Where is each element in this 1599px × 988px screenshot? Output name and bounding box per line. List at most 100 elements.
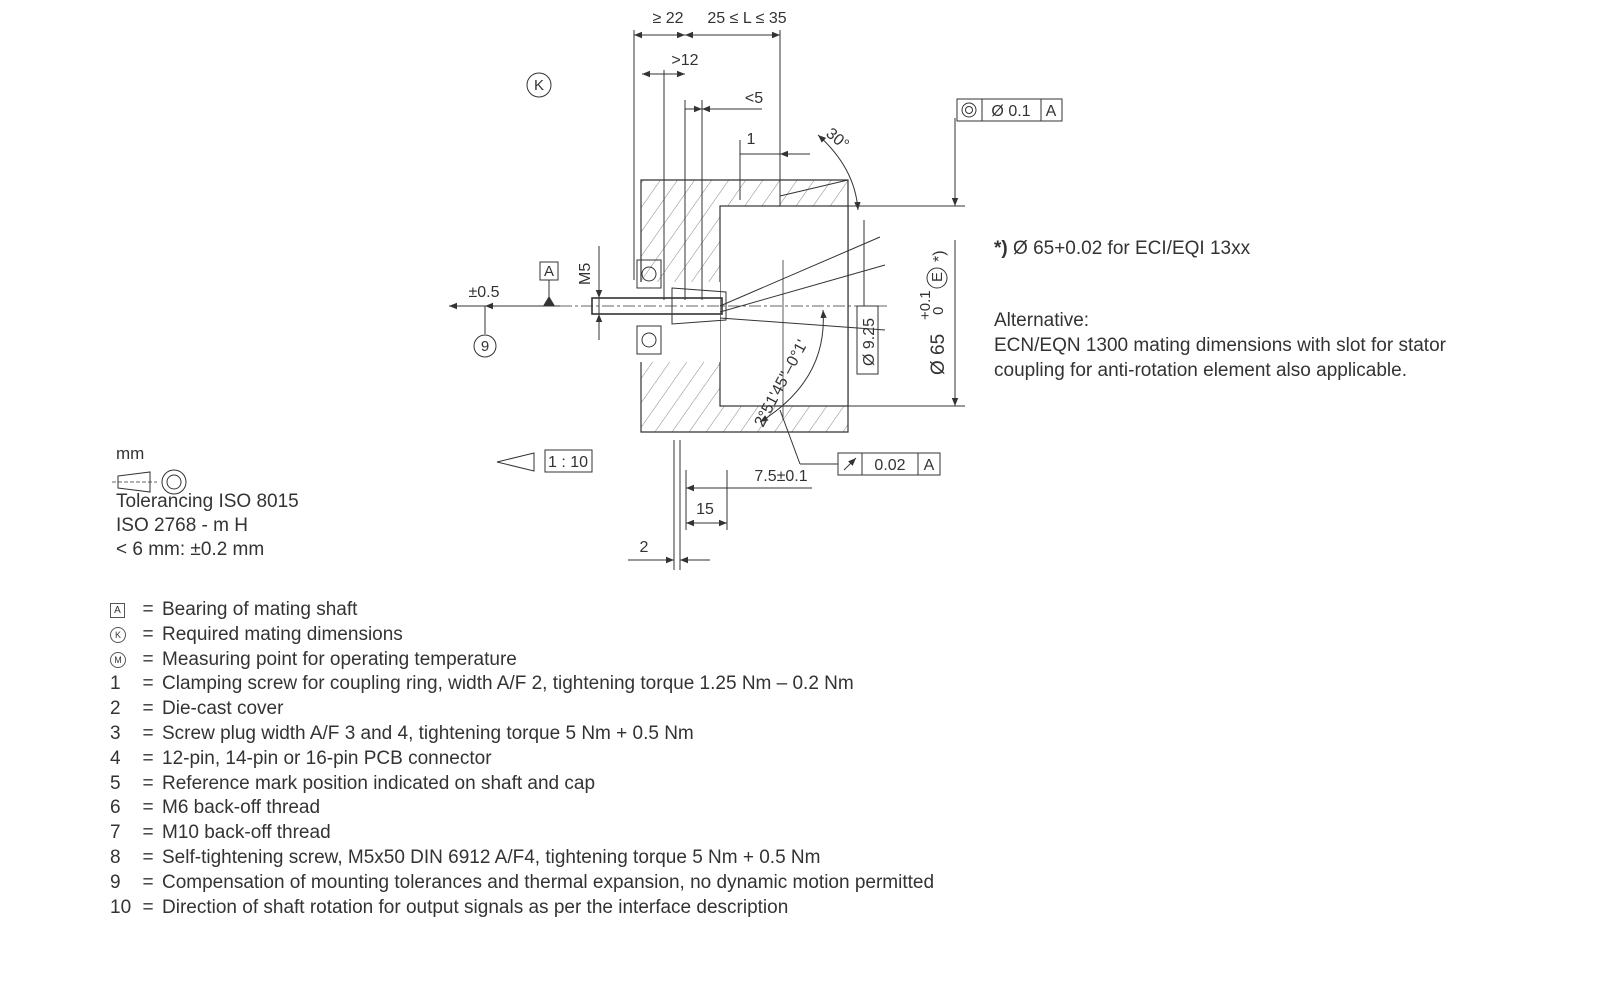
legend-text: Required mating dimensions <box>162 623 403 645</box>
legend-text: Direction of shaft rotation for output s… <box>162 896 789 918</box>
legend-equals: = <box>142 648 154 670</box>
dim-15: 15 <box>686 501 727 527</box>
svg-text:A: A <box>1046 103 1057 120</box>
legend-text: M6 back-off thread <box>162 797 321 819</box>
svg-text:2: 2 <box>640 539 649 556</box>
tolerancing-block: mm Tolerancing ISO 8015 ISO 2768 - m H <… <box>116 442 299 562</box>
legend-item: 6 = M6 back-off thread <box>110 796 1070 821</box>
svg-text:25 ≤ L ≤ 35: 25 ≤ L ≤ 35 <box>707 10 786 27</box>
dim-ge22: ≥ 22 <box>634 10 685 39</box>
dim-range-l: 25 ≤ L ≤ 35 <box>685 10 787 39</box>
mating-dimension-circle-k: K <box>526 72 552 98</box>
svg-text:K: K <box>534 77 544 94</box>
legend-text: Bearing of mating shaft <box>162 599 358 620</box>
legend-key-symbol: A <box>110 602 125 618</box>
legend-text: Clamping screw for coupling ring, width … <box>162 673 854 695</box>
svg-text:Ø 65: Ø 65 <box>928 334 949 375</box>
svg-text:30°: 30° <box>822 125 851 154</box>
legend-text: Screw plug width A/F 3 and 4, tightening… <box>162 722 694 744</box>
legend-key: M <box>110 648 134 673</box>
tolerancing-line-1: Tolerancing ISO 8015 <box>116 491 299 512</box>
legend-text: Die-cast cover <box>162 698 284 720</box>
legend-key-symbol: M <box>110 651 126 668</box>
legend-equals: = <box>142 722 154 744</box>
tolerancing-line-2: ISO 2768 - m H <box>116 515 248 536</box>
dim-lt5: <5 <box>685 90 763 113</box>
unit-label: mm <box>116 444 145 463</box>
legend-key-symbol: 10 <box>110 896 132 918</box>
svg-text:Ø 9.25: Ø 9.25 <box>861 318 878 366</box>
svg-text:≥ 22: ≥ 22 <box>652 10 683 27</box>
star-note-marker: *) <box>994 238 1008 259</box>
legend-key-symbol: 3 <box>110 722 121 744</box>
alternative-line-2: coupling for anti-rotation element also … <box>994 360 1407 381</box>
legend-key: 3 <box>110 722 134 747</box>
star-note-text: Ø 65+0.02 for ECI/EQI 13xx <box>1013 238 1251 259</box>
svg-text:>12: >12 <box>671 52 698 69</box>
legend-text: Measuring point for operating temperatur… <box>162 648 517 670</box>
legend-key: K <box>110 623 134 648</box>
legend-equals: = <box>142 822 154 844</box>
svg-text:<5: <5 <box>745 90 763 107</box>
legend-key-symbol: 4 <box>110 747 121 769</box>
legend-item: 4 = 12-pin, 14-pin or 16-pin PCB connector <box>110 747 1070 772</box>
svg-text:Ø 0.1: Ø 0.1 <box>991 103 1030 120</box>
legend-item: 1 = Clamping screw for coupling ring, widt… <box>110 672 1070 697</box>
legend-item: 10=Direction of shaft rotation for outpu… <box>110 896 1070 921</box>
legend-key-symbol: K <box>110 627 126 644</box>
svg-text:*): *) <box>931 250 948 262</box>
svg-text:E: E <box>929 272 946 282</box>
legend-equals: = <box>142 698 154 720</box>
alternative-note: Alternative: ECN/EQN 1300 mating dimensi… <box>994 308 1446 383</box>
tolerancing-line-3: < 6 mm: ±0.2 mm <box>116 539 265 560</box>
dim-gt12: >12 <box>642 52 699 78</box>
legend-key-symbol: 1 <box>110 673 121 695</box>
svg-text:1 : 10: 1 : 10 <box>548 454 588 471</box>
alternative-title: Alternative: <box>994 310 1090 331</box>
svg-text:9: 9 <box>481 338 489 355</box>
bearing-top <box>636 259 662 289</box>
dim-7-5: 7.5±0.1 <box>686 468 812 492</box>
legend-equals: = <box>142 673 154 695</box>
svg-text:A: A <box>924 457 935 474</box>
datum-a: A <box>539 261 559 306</box>
legend-key-symbol: 8 <box>110 846 121 868</box>
legend-item: 8=Self-tightening screw, M5x50 DIN 6912 … <box>110 846 1070 871</box>
legend-key: 9 <box>110 871 134 896</box>
legend-key: 6 <box>110 796 134 821</box>
dim-2: 2 <box>628 539 710 564</box>
legend-key: 1 <box>110 672 134 697</box>
legend-key: 4 <box>110 747 134 772</box>
scale-indicator: 1 : 10 <box>496 449 593 473</box>
legend-equals: = <box>142 747 154 769</box>
svg-text:7.5±0.1: 7.5±0.1 <box>754 468 807 485</box>
legend-equals: = <box>142 797 154 819</box>
legend-equals: = <box>142 772 154 794</box>
legend-text: Compensation of mounting tolerances and … <box>162 871 935 893</box>
svg-text:0: 0 <box>930 307 947 315</box>
legend-item: 5=Reference mark position indicated on s… <box>110 772 1070 797</box>
legend-key: 8 <box>110 846 134 871</box>
svg-text:0.02: 0.02 <box>874 457 905 474</box>
svg-text:1: 1 <box>747 131 756 148</box>
svg-text:A: A <box>544 263 554 280</box>
svg-text:M5: M5 <box>577 263 594 285</box>
legend-key: 5 <box>110 772 134 797</box>
shaft <box>560 236 890 331</box>
legend-key: 10 <box>110 896 134 921</box>
legend-equals: = <box>142 846 154 868</box>
dim-d925: Ø 9.25 <box>856 220 879 375</box>
legend-equals: = <box>142 623 154 645</box>
legend-item: 7 = M10 back-off thread <box>110 821 1070 846</box>
legend-key-symbol: 2 <box>110 698 121 720</box>
legend-equals: = <box>142 871 154 893</box>
projection-symbol <box>112 469 187 495</box>
dim-one: 1 <box>740 131 810 158</box>
legend-text: 12-pin, 14-pin or 16-pin PCB connector <box>162 747 492 769</box>
legend-key: A <box>110 598 134 623</box>
legend-item: M = Measuring point for operating temperat… <box>110 648 1070 673</box>
legend-key-symbol: 7 <box>110 822 121 844</box>
legend-text: M10 back-off thread <box>162 822 331 844</box>
